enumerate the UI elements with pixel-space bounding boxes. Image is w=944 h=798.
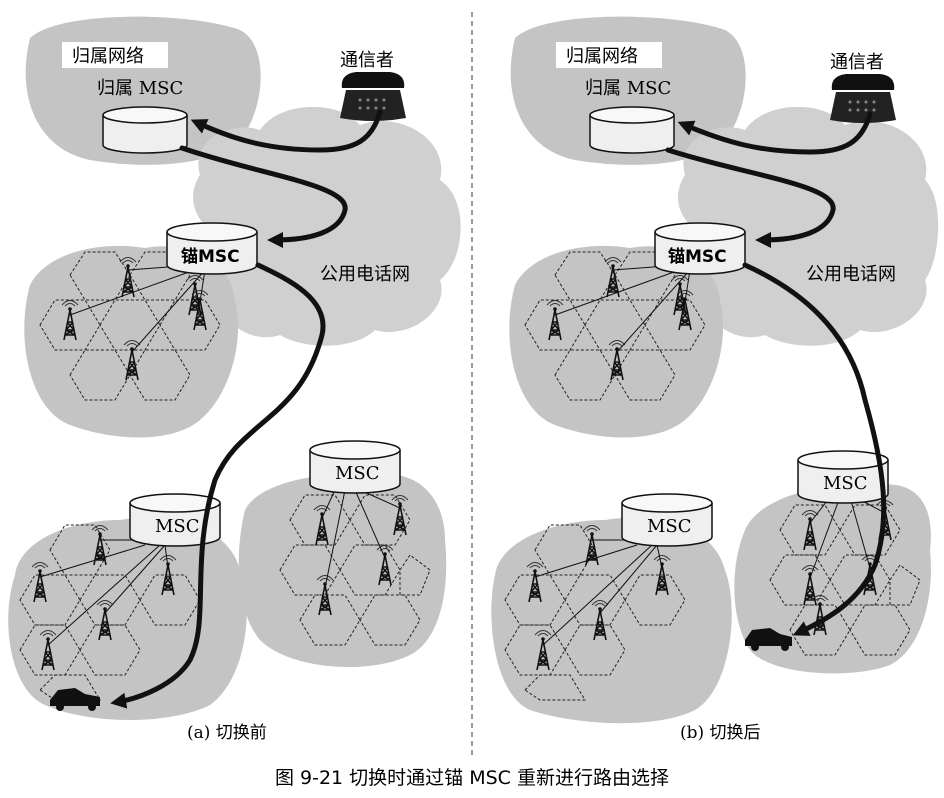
anchor-hex-grid: [39, 251, 221, 401]
home-network-label: 归属网络: [566, 46, 638, 67]
route-b: [665, 111, 887, 636]
anchor-cell-region: [24, 245, 239, 438]
telephone-icon: [340, 72, 406, 121]
anchor-hex-grid: [524, 251, 706, 401]
msc2-hex-grid: [279, 494, 431, 646]
home-network-label-box: [556, 42, 662, 68]
caption-b: (b) 切换后: [680, 723, 761, 743]
figure-caption: 图 9-21 切换时通过锚 MSC 重新进行路由选择: [275, 767, 669, 789]
msc1-cell-region: [491, 517, 732, 724]
pstn-label: 公用电话网: [320, 264, 410, 285]
msc1-label: MSC: [155, 516, 200, 537]
caller-label: 通信者: [830, 52, 884, 73]
pstn-cloud: [193, 106, 461, 346]
anchor-cell-region: [509, 245, 724, 438]
msc2-label: MSC: [823, 473, 868, 494]
telephone-icon: [830, 74, 896, 123]
pstn-cloud: [678, 106, 939, 346]
caption-a: (a) 切换前: [187, 723, 267, 743]
msc1-cylinder: [129, 493, 221, 547]
msc2-cylinder: [309, 440, 401, 494]
car-icon: [50, 688, 100, 711]
home-msc-label: 归属 MSC: [97, 78, 183, 99]
msc1-label: MSC: [647, 516, 692, 537]
msc1-links: [39, 539, 169, 646]
msc2-cell-region: [238, 473, 447, 667]
home-msc-label: 归属 MSC: [585, 78, 671, 99]
home-msc-cylinder: [102, 106, 188, 154]
msc1-cell-region: [8, 517, 247, 720]
caller-label: 通信者: [340, 50, 394, 71]
panel-a: 归属网络 归属 MSC 通信者 锚MSC 公用电话网 MSC MSC (a) 切…: [8, 16, 461, 743]
msc1-hex-grid: [504, 524, 686, 701]
msc1-hex-grid: [19, 524, 201, 701]
msc2-label: MSC: [335, 463, 380, 484]
anchor-msc-cylinder: [166, 222, 258, 275]
home-network-label-box: [62, 42, 168, 68]
anchor-msc-label: 锚MSC: [668, 246, 727, 267]
home-network-label: 归属网络: [72, 46, 144, 67]
car-icon: [745, 628, 792, 651]
route-a: [110, 109, 383, 709]
panel-b: 归属网络 归属 MSC 通信者 锚MSC 公用电话网 MSC MSC (b) 切…: [491, 16, 939, 743]
anchor-msc-label: 锚MSC: [181, 246, 240, 267]
anchor-msc-cylinder: [654, 222, 746, 275]
pstn-label: 公用电话网: [806, 264, 896, 285]
msc1-cylinder: [621, 493, 713, 547]
home-msc-cylinder: [589, 106, 675, 154]
